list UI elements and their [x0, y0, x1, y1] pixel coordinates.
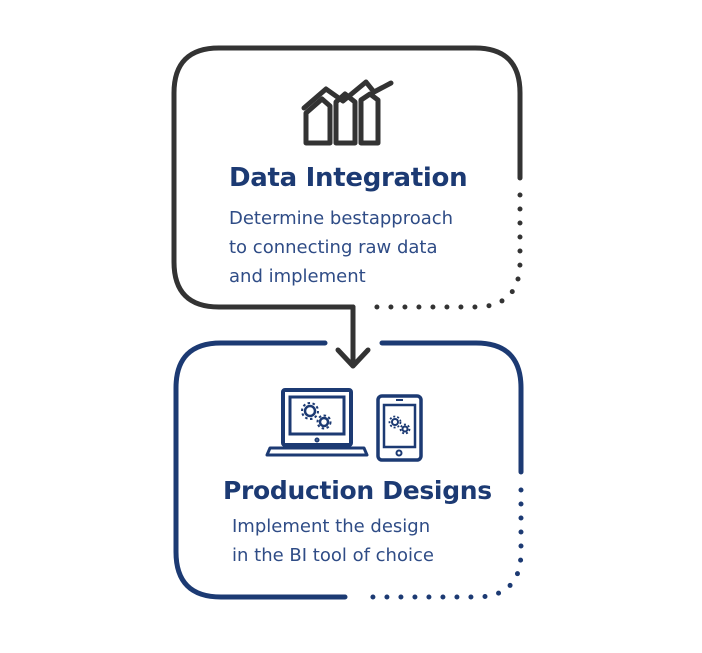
production-designs-dotted-frame: [369, 487, 524, 600]
description-line: in the BI tool of choice: [232, 545, 434, 566]
production-designs-frame: [173, 340, 348, 600]
production-designs-title: Production Designs: [223, 476, 492, 505]
production-designs-description: Implement the design in the BI tool of c…: [232, 512, 434, 570]
laptop-gears-icon: [265, 388, 369, 457]
data-integration-title: Data Integration: [229, 163, 468, 193]
production-designs-frame-right: [379, 340, 524, 475]
tablet-gears-icon: [376, 394, 423, 462]
description-line: to connecting raw data: [229, 237, 438, 258]
data-integration-dotted-frame: [372, 192, 523, 310]
data-integration-frame: [171, 45, 523, 310]
description-line: and implement: [229, 266, 366, 287]
bar-chart-trend-icon: [301, 79, 394, 146]
data-integration-description: Determine bestapproach to connecting raw…: [229, 204, 453, 291]
description-line: Determine bestapproach: [229, 208, 454, 229]
description-line: Implement the design: [232, 516, 431, 537]
flow-arrow: [335, 304, 371, 369]
